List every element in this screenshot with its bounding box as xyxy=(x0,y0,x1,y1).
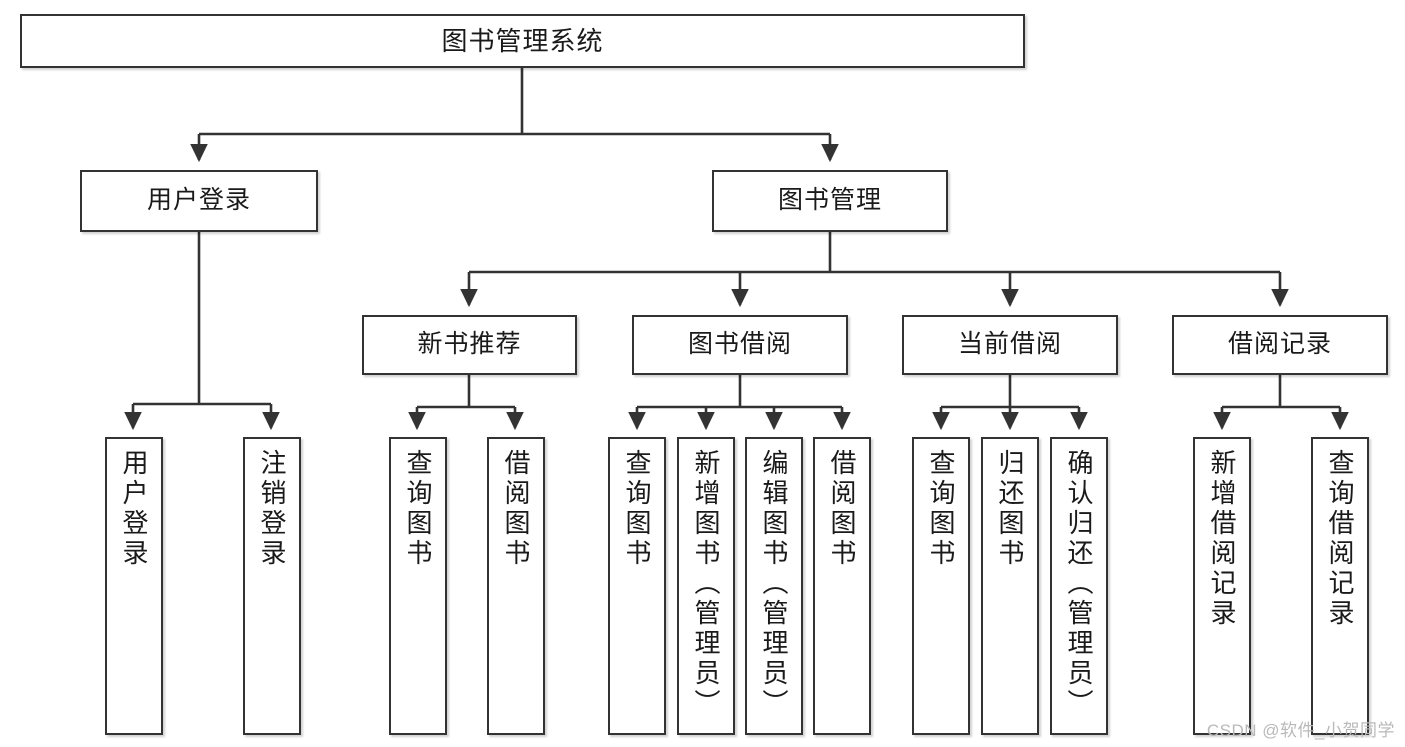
leaf-current-borrow-return-book[interactable]: 归还图书 xyxy=(981,437,1039,735)
node-label: 新增借阅记录 xyxy=(1207,449,1237,629)
node-label: 图书借阅 xyxy=(687,330,792,359)
node-label: 归还图书 xyxy=(995,449,1025,569)
node-label: 查询借阅记录 xyxy=(1325,449,1355,629)
node-label: 查询图书 xyxy=(403,449,433,569)
node-label: 借阅记录 xyxy=(1227,330,1332,359)
watermark: CSDN @软件_小贺同学 xyxy=(1206,721,1395,740)
leaf-borrow-record-add-record[interactable]: 新增借阅记录 xyxy=(1193,437,1251,735)
node-label: 当前借阅 xyxy=(957,330,1062,359)
node-label: 注销登录 xyxy=(257,449,287,569)
leaf-book-borrow-edit-book-admin[interactable]: 编辑图书（管理员） xyxy=(745,437,803,735)
node-label: 图书管理 xyxy=(777,186,882,215)
leaf-borrow-record-query-record[interactable]: 查询借阅记录 xyxy=(1311,437,1369,735)
node-user-login[interactable]: 用户登录 xyxy=(80,170,318,232)
node-current-borrow[interactable]: 当前借阅 xyxy=(902,315,1118,375)
node-label: 编辑图书（管理员） xyxy=(759,449,789,719)
node-label: 查询图书 xyxy=(622,449,652,569)
node-book-borrow[interactable]: 图书借阅 xyxy=(632,315,848,375)
leaf-new-book-query-book[interactable]: 查询图书 xyxy=(389,437,447,735)
node-label: 查询图书 xyxy=(926,449,956,569)
node-label: 用户登录 xyxy=(119,449,149,569)
node-label: 确认归还（管理员） xyxy=(1064,449,1094,719)
node-new-book-recommend[interactable]: 新书推荐 xyxy=(362,315,577,375)
node-book-management[interactable]: 图书管理 xyxy=(712,170,948,232)
leaf-book-borrow-borrow-book[interactable]: 借阅图书 xyxy=(813,437,871,735)
leaf-user-login-logout[interactable]: 注销登录 xyxy=(243,437,301,735)
leaf-current-borrow-query-book[interactable]: 查询图书 xyxy=(912,437,970,735)
leaf-book-borrow-query-book[interactable]: 查询图书 xyxy=(608,437,666,735)
node-borrow-record[interactable]: 借阅记录 xyxy=(1172,315,1388,375)
node-root-book-management-system[interactable]: 图书管理系统 xyxy=(20,14,1025,68)
node-label: 新书推荐 xyxy=(417,330,522,359)
leaf-current-borrow-confirm-return-admin[interactable]: 确认归还（管理员） xyxy=(1050,437,1108,735)
leaf-new-book-borrow-book[interactable]: 借阅图书 xyxy=(487,437,545,735)
node-label: 新增图书（管理员） xyxy=(691,449,721,719)
leaf-user-login-login[interactable]: 用户登录 xyxy=(105,437,163,735)
node-label: 用户登录 xyxy=(146,186,251,215)
node-label: 借阅图书 xyxy=(827,449,857,569)
leaf-book-borrow-add-book-admin[interactable]: 新增图书（管理员） xyxy=(677,437,735,735)
node-label: 图书管理系统 xyxy=(441,25,604,56)
node-label: 借阅图书 xyxy=(501,449,531,569)
